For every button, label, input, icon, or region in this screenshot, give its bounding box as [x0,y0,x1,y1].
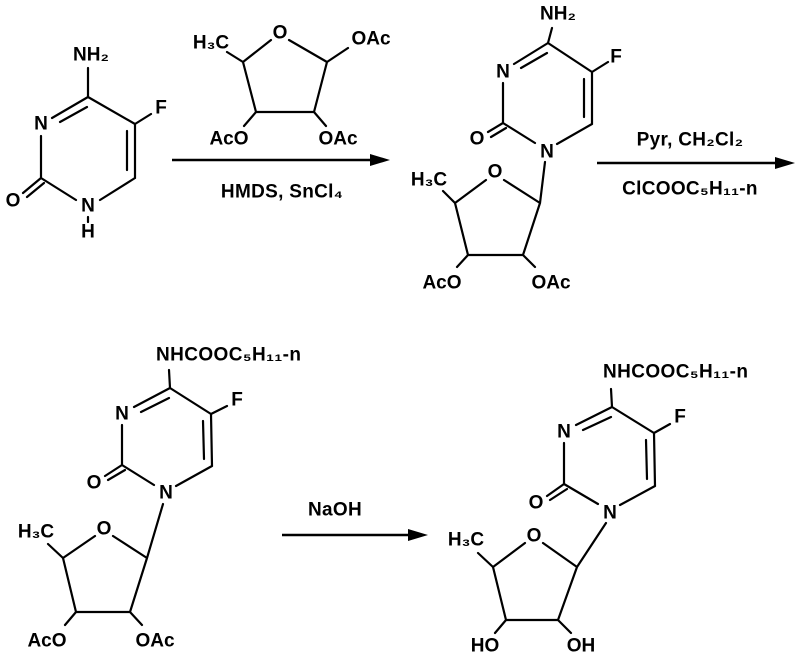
anomeric-oac-label: OAc [351,29,391,50]
oac-label: OAc [531,273,571,294]
ring-n1-label: N [540,142,554,163]
amine-label: NH₂ [73,45,109,66]
structure-capecitabine: NHCOOC₅H₁₁-n F N O N O H₃C HO OH [448,362,748,657]
amine-label: NH₂ [540,4,576,25]
reaction-arrow-step2: Pyr, CH₂Cl₂ ClCOOC₅H₁₁-n [597,130,795,200]
ho-label: HO [471,636,500,657]
methyl-label: H₃C [18,522,55,543]
ring-n1-label: N [81,196,95,217]
fluoro-label: F [231,390,243,411]
sugar-o-label: O [97,519,112,540]
ring-o-label: O [273,23,288,44]
conditions-step3-label: NaOH [308,500,362,521]
oh-label: OH [567,636,596,657]
bonds [21,66,153,224]
ring-n3-label: N [557,422,571,443]
methyl-label: H₃C [193,33,230,54]
structure-5-fluorocytosine: NH₂ F N O N H [6,45,167,243]
carbonyl-o-label: O [529,493,544,514]
conditions-step1-label: HMDS, SnCl₄ [221,182,343,203]
ring-n3-label: N [115,404,129,425]
arrow-head [775,157,795,169]
arrow-head [370,154,390,166]
aco-label: AcO [27,631,66,652]
ring-n1-label: N [603,503,617,524]
sugar-o-label: O [527,526,542,547]
arrow-head [408,529,428,541]
aco-label: AcO [209,129,248,150]
carbonyl-o-label: O [87,473,102,494]
aco-label: AcO [422,273,461,294]
carbamate-label: NHCOOC₅H₁₁-n [603,362,748,383]
carbamate-label: NHCOOC₅H₁₁-n [156,345,301,366]
structure-triacetyl-deoxyribose-reagent: O H₃C OAc AcO OAc [193,23,391,150]
reaction-arrow-step1: HMDS, SnCl₄ [172,154,390,203]
methyl-label: H₃C [411,170,448,191]
structure-fluorocytidine-diacetate: NH₂ F N O N O H₃C AcO OAc [411,4,622,294]
oac-label: OAc [135,631,175,652]
fluoro-label: F [674,407,686,428]
conditions-step2-below-label: ClCOOC₅H₁₁-n [622,179,758,200]
methyl-label: H₃C [448,530,485,551]
bonds [225,38,350,128]
bonds [441,26,610,269]
bonds [46,368,229,627]
carbonyl-o-label: O [470,129,485,150]
bonds [476,387,672,635]
oac-label: OAc [318,129,358,150]
structure-carbamate-diacetate: NHCOOC₅H₁₁-n F N O N O H₃C AcO OAc [18,345,301,652]
ring-n3-label: N [496,62,510,83]
conditions-step2-above-label: Pyr, CH₂Cl₂ [637,130,744,151]
nh-h-label: H [81,222,95,243]
fluoro-label: F [155,98,167,119]
carbonyl-o-label: O [6,191,21,212]
ring-n1-label: N [159,483,173,504]
reaction-arrow-step3: NaOH [282,500,428,541]
fluoro-label: F [610,47,622,68]
ring-n3-label: N [34,114,48,135]
sugar-o-label: O [488,162,503,183]
